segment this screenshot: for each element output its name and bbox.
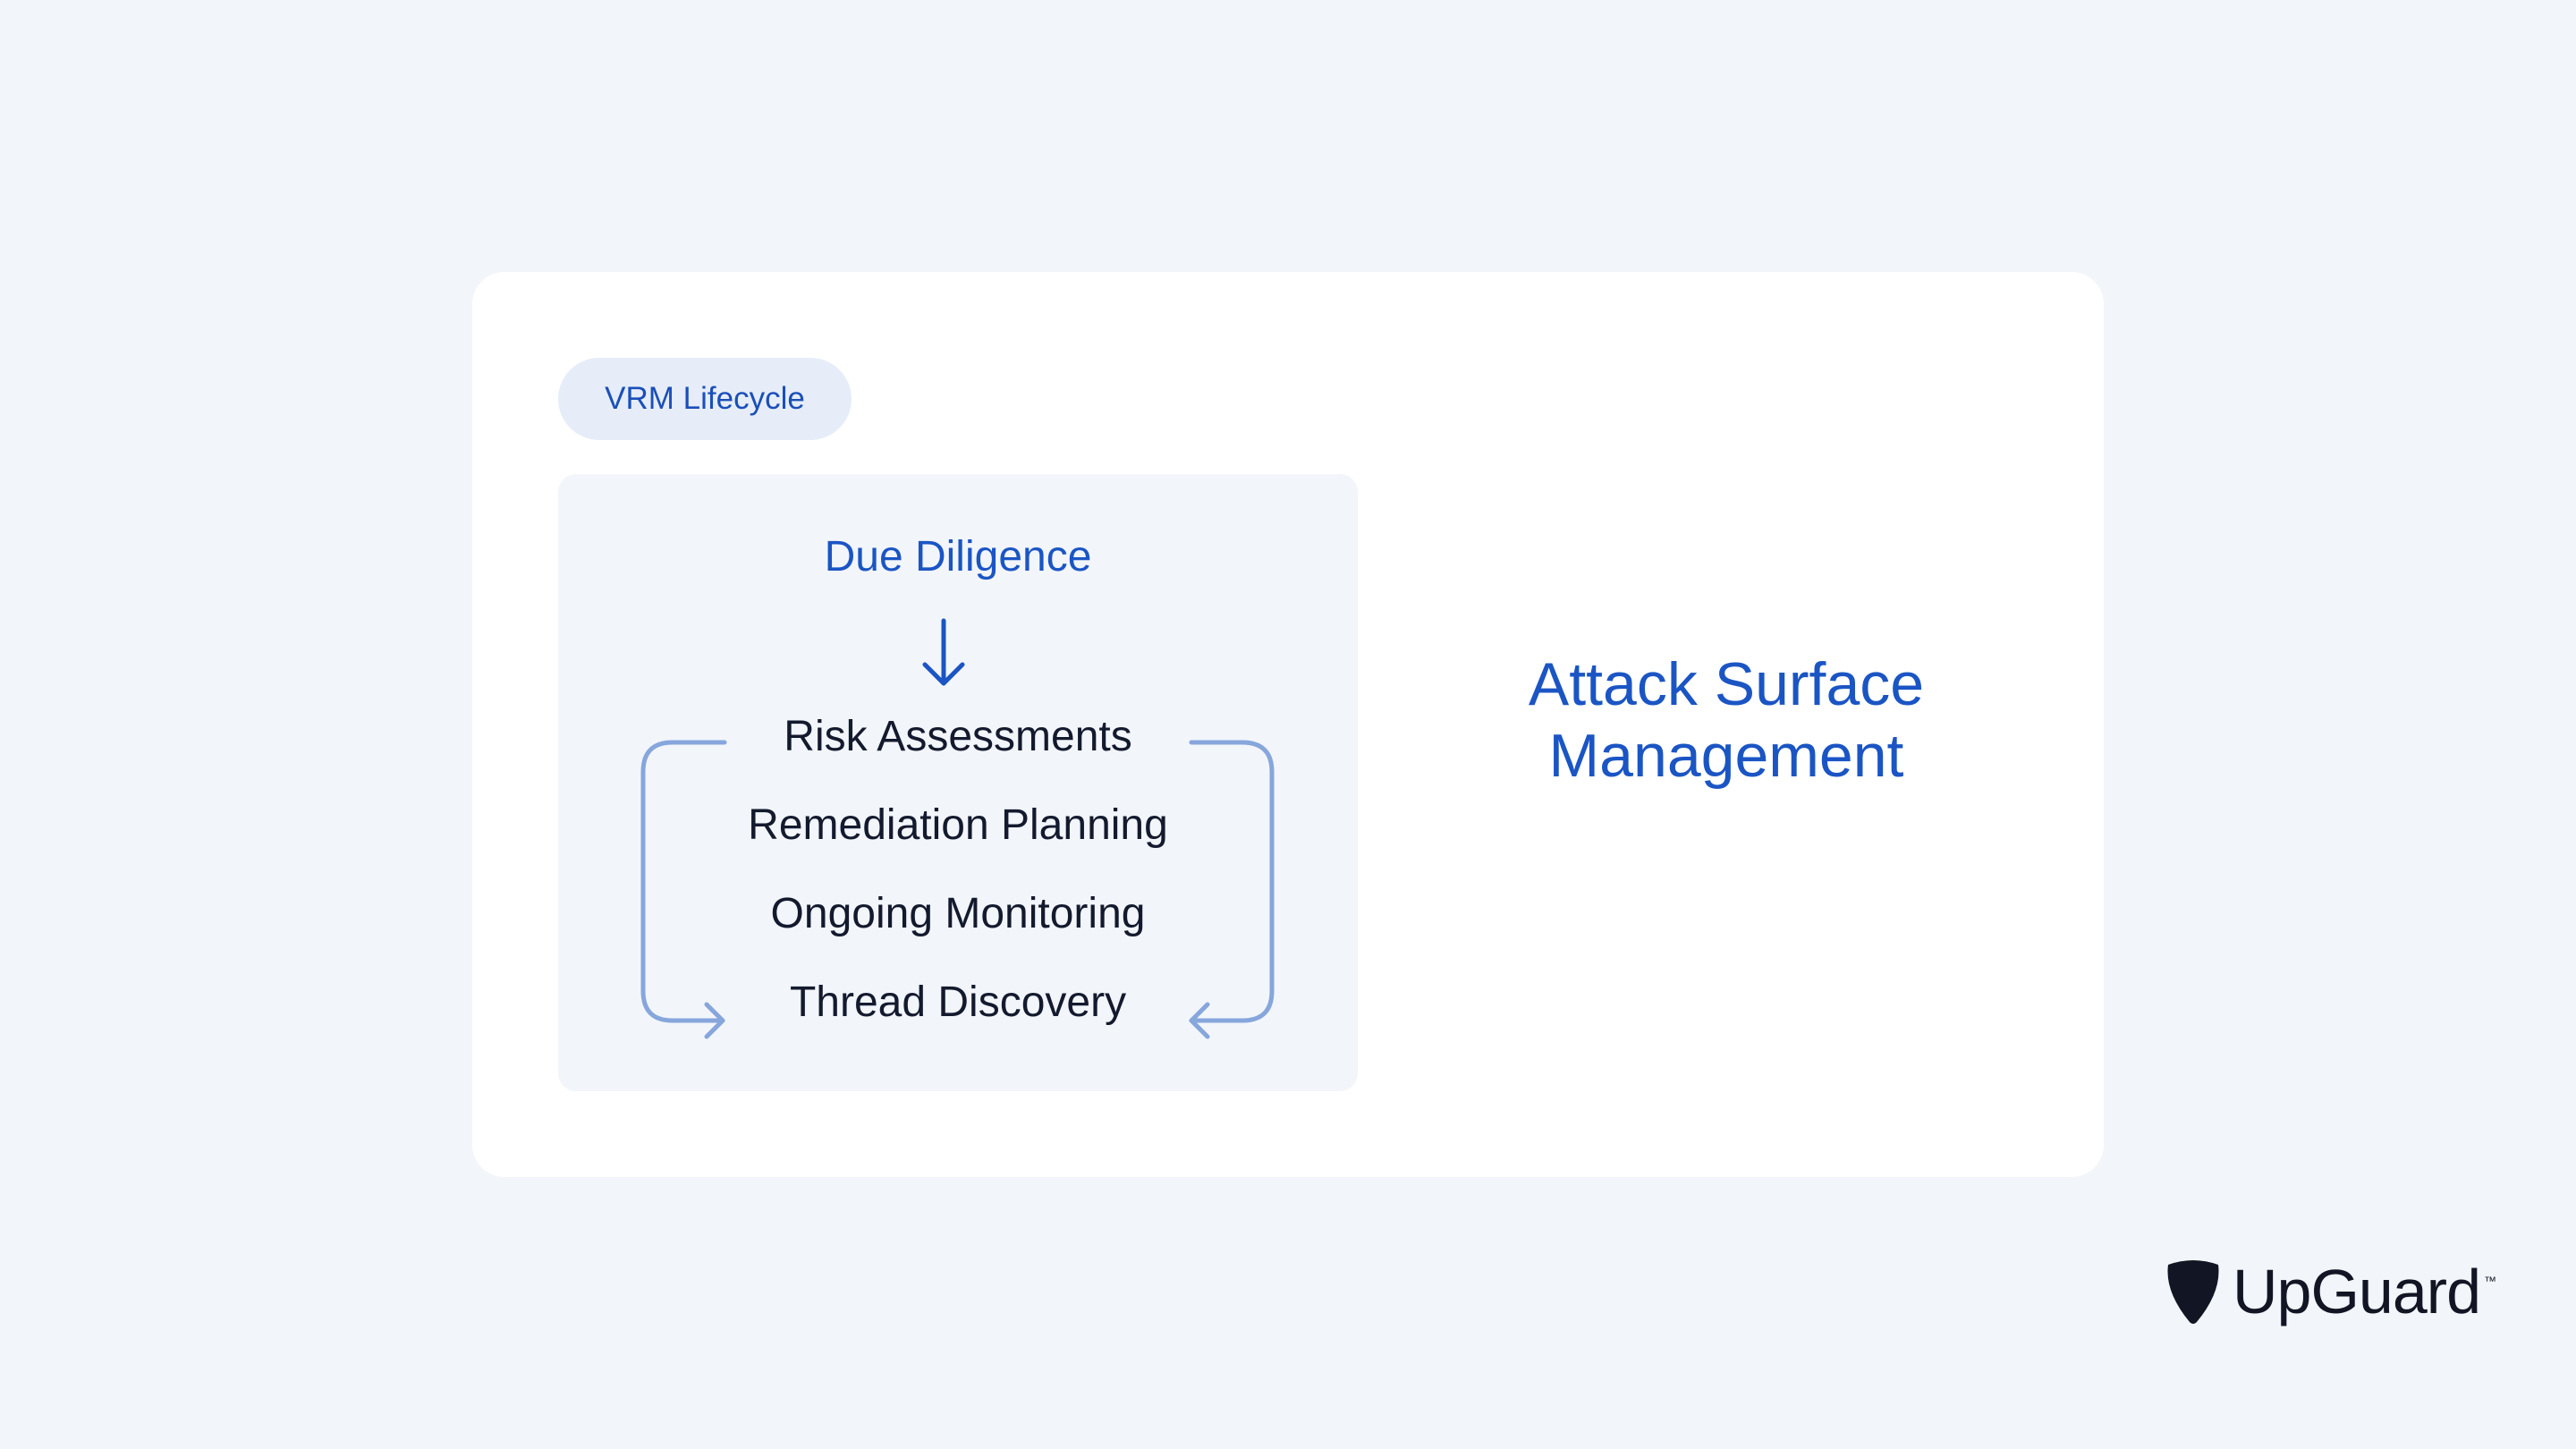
asm-title-line1: Attack Surface [1528, 650, 1925, 718]
step-ongoing-monitoring: Ongoing Monitoring [770, 890, 1146, 937]
arrow-down-icon [922, 618, 965, 686]
upguard-shield-icon [2167, 1260, 2219, 1324]
attack-surface-management-title: Attack Surface Management [1377, 648, 2075, 792]
upguard-wordmark: UpGuard [2233, 1257, 2481, 1326]
loop-arrow-left-icon [640, 740, 727, 1039]
due-diligence-label: Due Diligence [824, 533, 1092, 580]
upguard-logo: UpGuard ™ [2163, 1256, 2496, 1327]
vrm-lifecycle-label: VRM Lifecycle [605, 381, 805, 416]
step-remediation-planning: Remediation Planning [748, 801, 1168, 849]
trademark-symbol: ™ [2484, 1274, 2497, 1288]
step-risk-assessments: Risk Assessments [784, 713, 1132, 760]
vrm-lifecycle-badge: VRM Lifecycle [558, 358, 852, 440]
lifecycle-panel [558, 474, 1358, 1091]
loop-arrow-right-icon [1189, 740, 1275, 1039]
asm-title-line2: Management [1548, 722, 1904, 790]
step-thread-discovery: Thread Discovery [789, 979, 1127, 1026]
